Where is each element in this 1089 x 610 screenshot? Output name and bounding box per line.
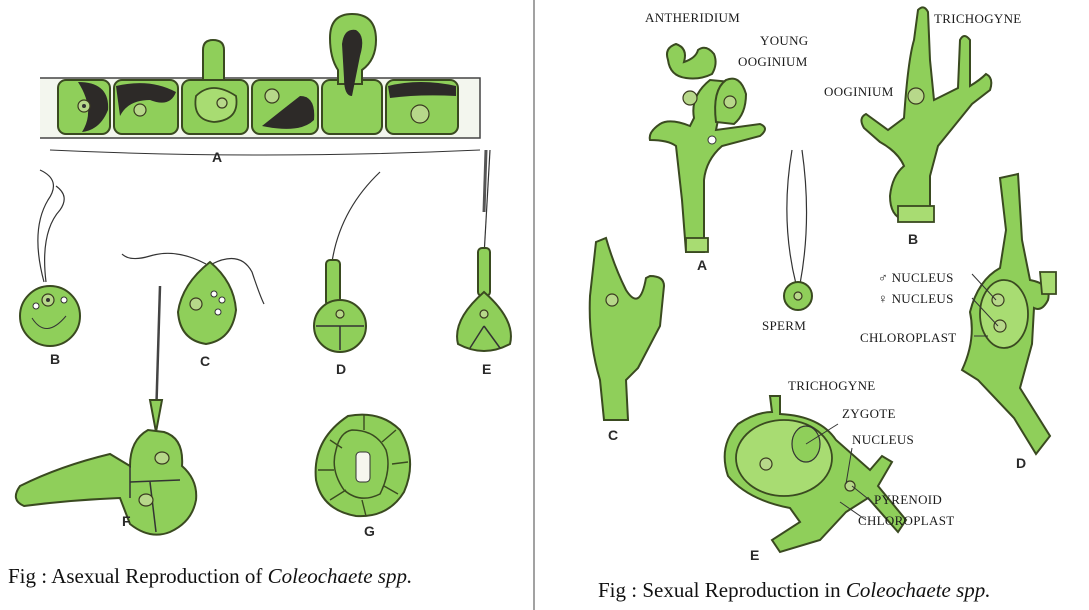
ann-chloroplast-e: CHLOROPLAST	[858, 513, 954, 528]
figure-r-e-zygote-section: TRICHOGYNE ZYGOTE NUCLEUS PYRENOID CHLOR…	[723, 378, 954, 563]
ann-antheridium: ANTHERIDIUM	[645, 10, 740, 25]
left-panel: A B C D	[8, 12, 512, 588]
ann-ooginium-b: OOGINIUM	[824, 84, 894, 99]
label-right-d: D	[1016, 455, 1026, 471]
ann-chloroplast-d: CHLOROPLAST	[860, 330, 956, 345]
right-panel: ANTHERIDIUM YOUNG OOGINIUM A TRICHOGYNE …	[588, 6, 1057, 602]
label-left-a: A	[212, 149, 222, 165]
figure-a-filament: A	[40, 12, 481, 165]
ann-ooginium-young: OOGINIUM	[738, 54, 808, 69]
figure-f-thallus: F	[14, 285, 198, 536]
figure-r-sperm: SPERM	[762, 149, 813, 333]
label-right-b: B	[908, 231, 918, 247]
ann-zygote: ZYGOTE	[842, 406, 896, 421]
figure-c-zoospore: C	[121, 252, 265, 369]
label-left-g: G	[364, 523, 375, 539]
label-right-e: E	[750, 547, 759, 563]
label-right-c: C	[608, 427, 618, 443]
figure-b-zoospore: B	[19, 169, 81, 367]
figure-r-b-ooginium: TRICHOGYNE OOGINIUM B	[824, 6, 1022, 247]
figure-e-germling: E	[456, 149, 512, 377]
ann-nucleus-e: NUCLEUS	[852, 432, 914, 447]
label-right-a: A	[697, 257, 707, 273]
ann-sperm: SPERM	[762, 318, 806, 333]
ann-female-nucleus: ♀ NUCLEUS	[878, 291, 954, 306]
caption-right: Fig : Sexual Reproduction in Coleochaete…	[598, 578, 991, 602]
ann-male-nucleus: ♂ NUCLEUS	[878, 270, 954, 285]
figure-r-a-sex-organs: ANTHERIDIUM YOUNG OOGINIUM A	[645, 10, 808, 273]
label-left-f: F	[122, 513, 131, 529]
figure-r-d-zygote: ♂ NUCLEUS ♀ NUCLEUS CHLOROPLAST D	[860, 172, 1057, 471]
label-left-b: B	[50, 351, 60, 367]
figure-d-germling: D	[313, 171, 381, 377]
ann-pyrenoid: PYRENOID	[874, 492, 942, 507]
ann-young: YOUNG	[760, 33, 808, 48]
label-left-d: D	[336, 361, 346, 377]
ann-trichogyne-e: TRICHOGYNE	[788, 378, 876, 393]
label-left-e: E	[482, 361, 491, 377]
figure-g-disc: G	[314, 413, 412, 539]
figure-r-c-fertilization: C	[588, 236, 666, 443]
label-left-c: C	[200, 353, 210, 369]
ann-trichogyne-b: TRICHOGYNE	[934, 11, 1022, 26]
caption-left: Fig : Asexual Reproduction of Coleochaet…	[8, 564, 412, 588]
